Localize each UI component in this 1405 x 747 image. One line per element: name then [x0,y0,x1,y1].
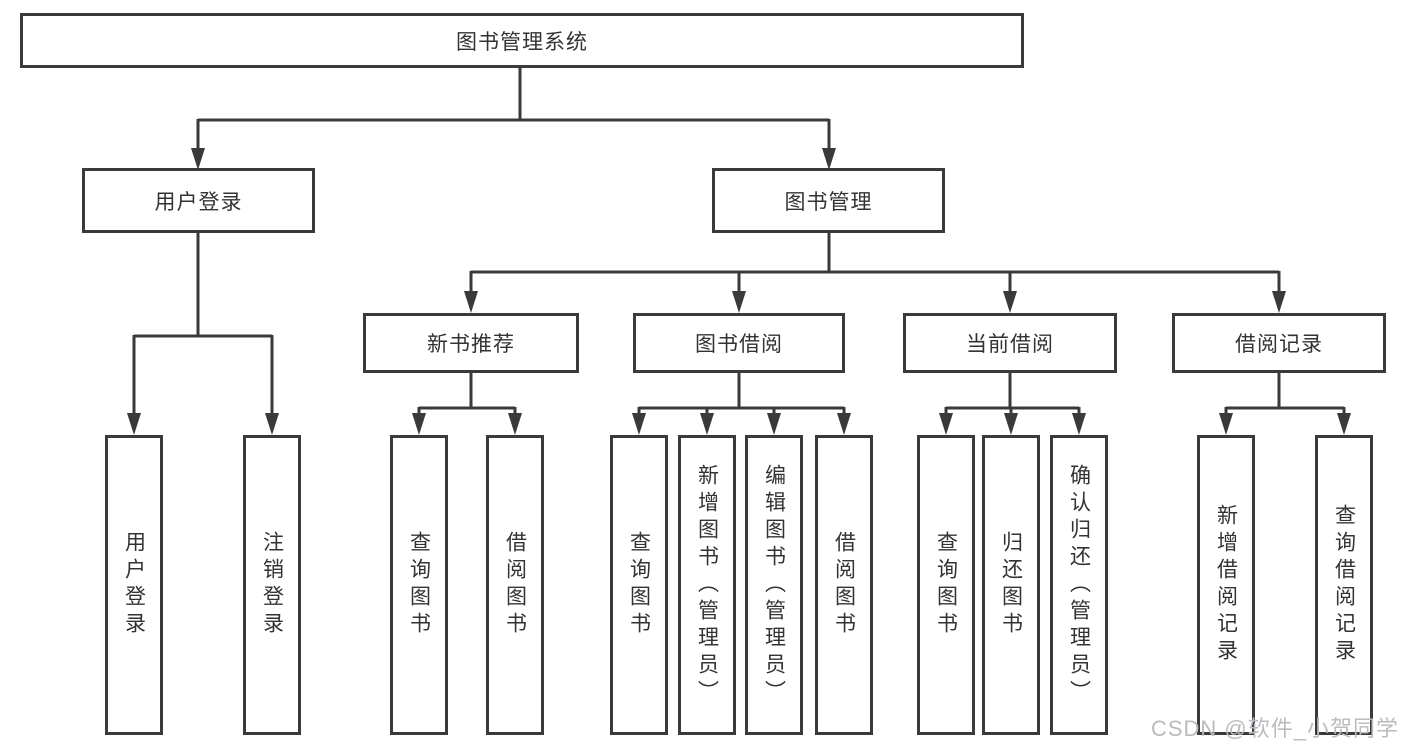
node-book-management-branch: 图书管理 [712,168,945,233]
connector-root-to-level2 [191,68,836,170]
leaf-cb-query-books: 查询图书 [917,435,975,735]
connector-history-to-leaves [1219,373,1351,435]
leaf-logout: 注销登录 [243,435,301,735]
node-borrowing-records: 借阅记录 [1172,313,1386,373]
node-book-borrowing: 图书借阅 [633,313,845,373]
leaf-bb-edit-books-admin: 编辑图书（管理员） [745,435,803,735]
node-system-root: 图书管理系统 [20,13,1024,68]
leaf-bb-add-books-admin: 新增图书（管理员） [678,435,736,735]
csdn-watermark: CSDN @软件_小贺同学 [1150,716,1399,741]
connector-borrow-to-leaves [632,373,851,435]
leaf-rec-borrow-books: 借阅图书 [486,435,544,735]
node-current-borrowing: 当前借阅 [903,313,1117,373]
connector-login-to-leaves [127,233,279,435]
leaf-rec-query-books: 查询图书 [390,435,448,735]
leaf-bb-query-books: 查询图书 [610,435,668,735]
leaf-user-login: 用户登录 [105,435,163,735]
connector-mgmt-to-level3 [464,233,1286,313]
node-user-login-branch: 用户登录 [82,168,315,233]
leaf-query-borrow-record: 查询借阅记录 [1315,435,1373,735]
node-new-book-recommend: 新书推荐 [363,313,579,373]
leaf-cb-return-books: 归还图书 [982,435,1040,735]
leaf-cb-confirm-return-admin: 确认归还（管理员） [1050,435,1108,735]
leaf-add-borrow-record: 新增借阅记录 [1197,435,1255,735]
connector-rec-to-leaves [412,373,522,435]
leaf-bb-borrow-books: 借阅图书 [815,435,873,735]
connector-current-to-leaves [939,373,1086,435]
